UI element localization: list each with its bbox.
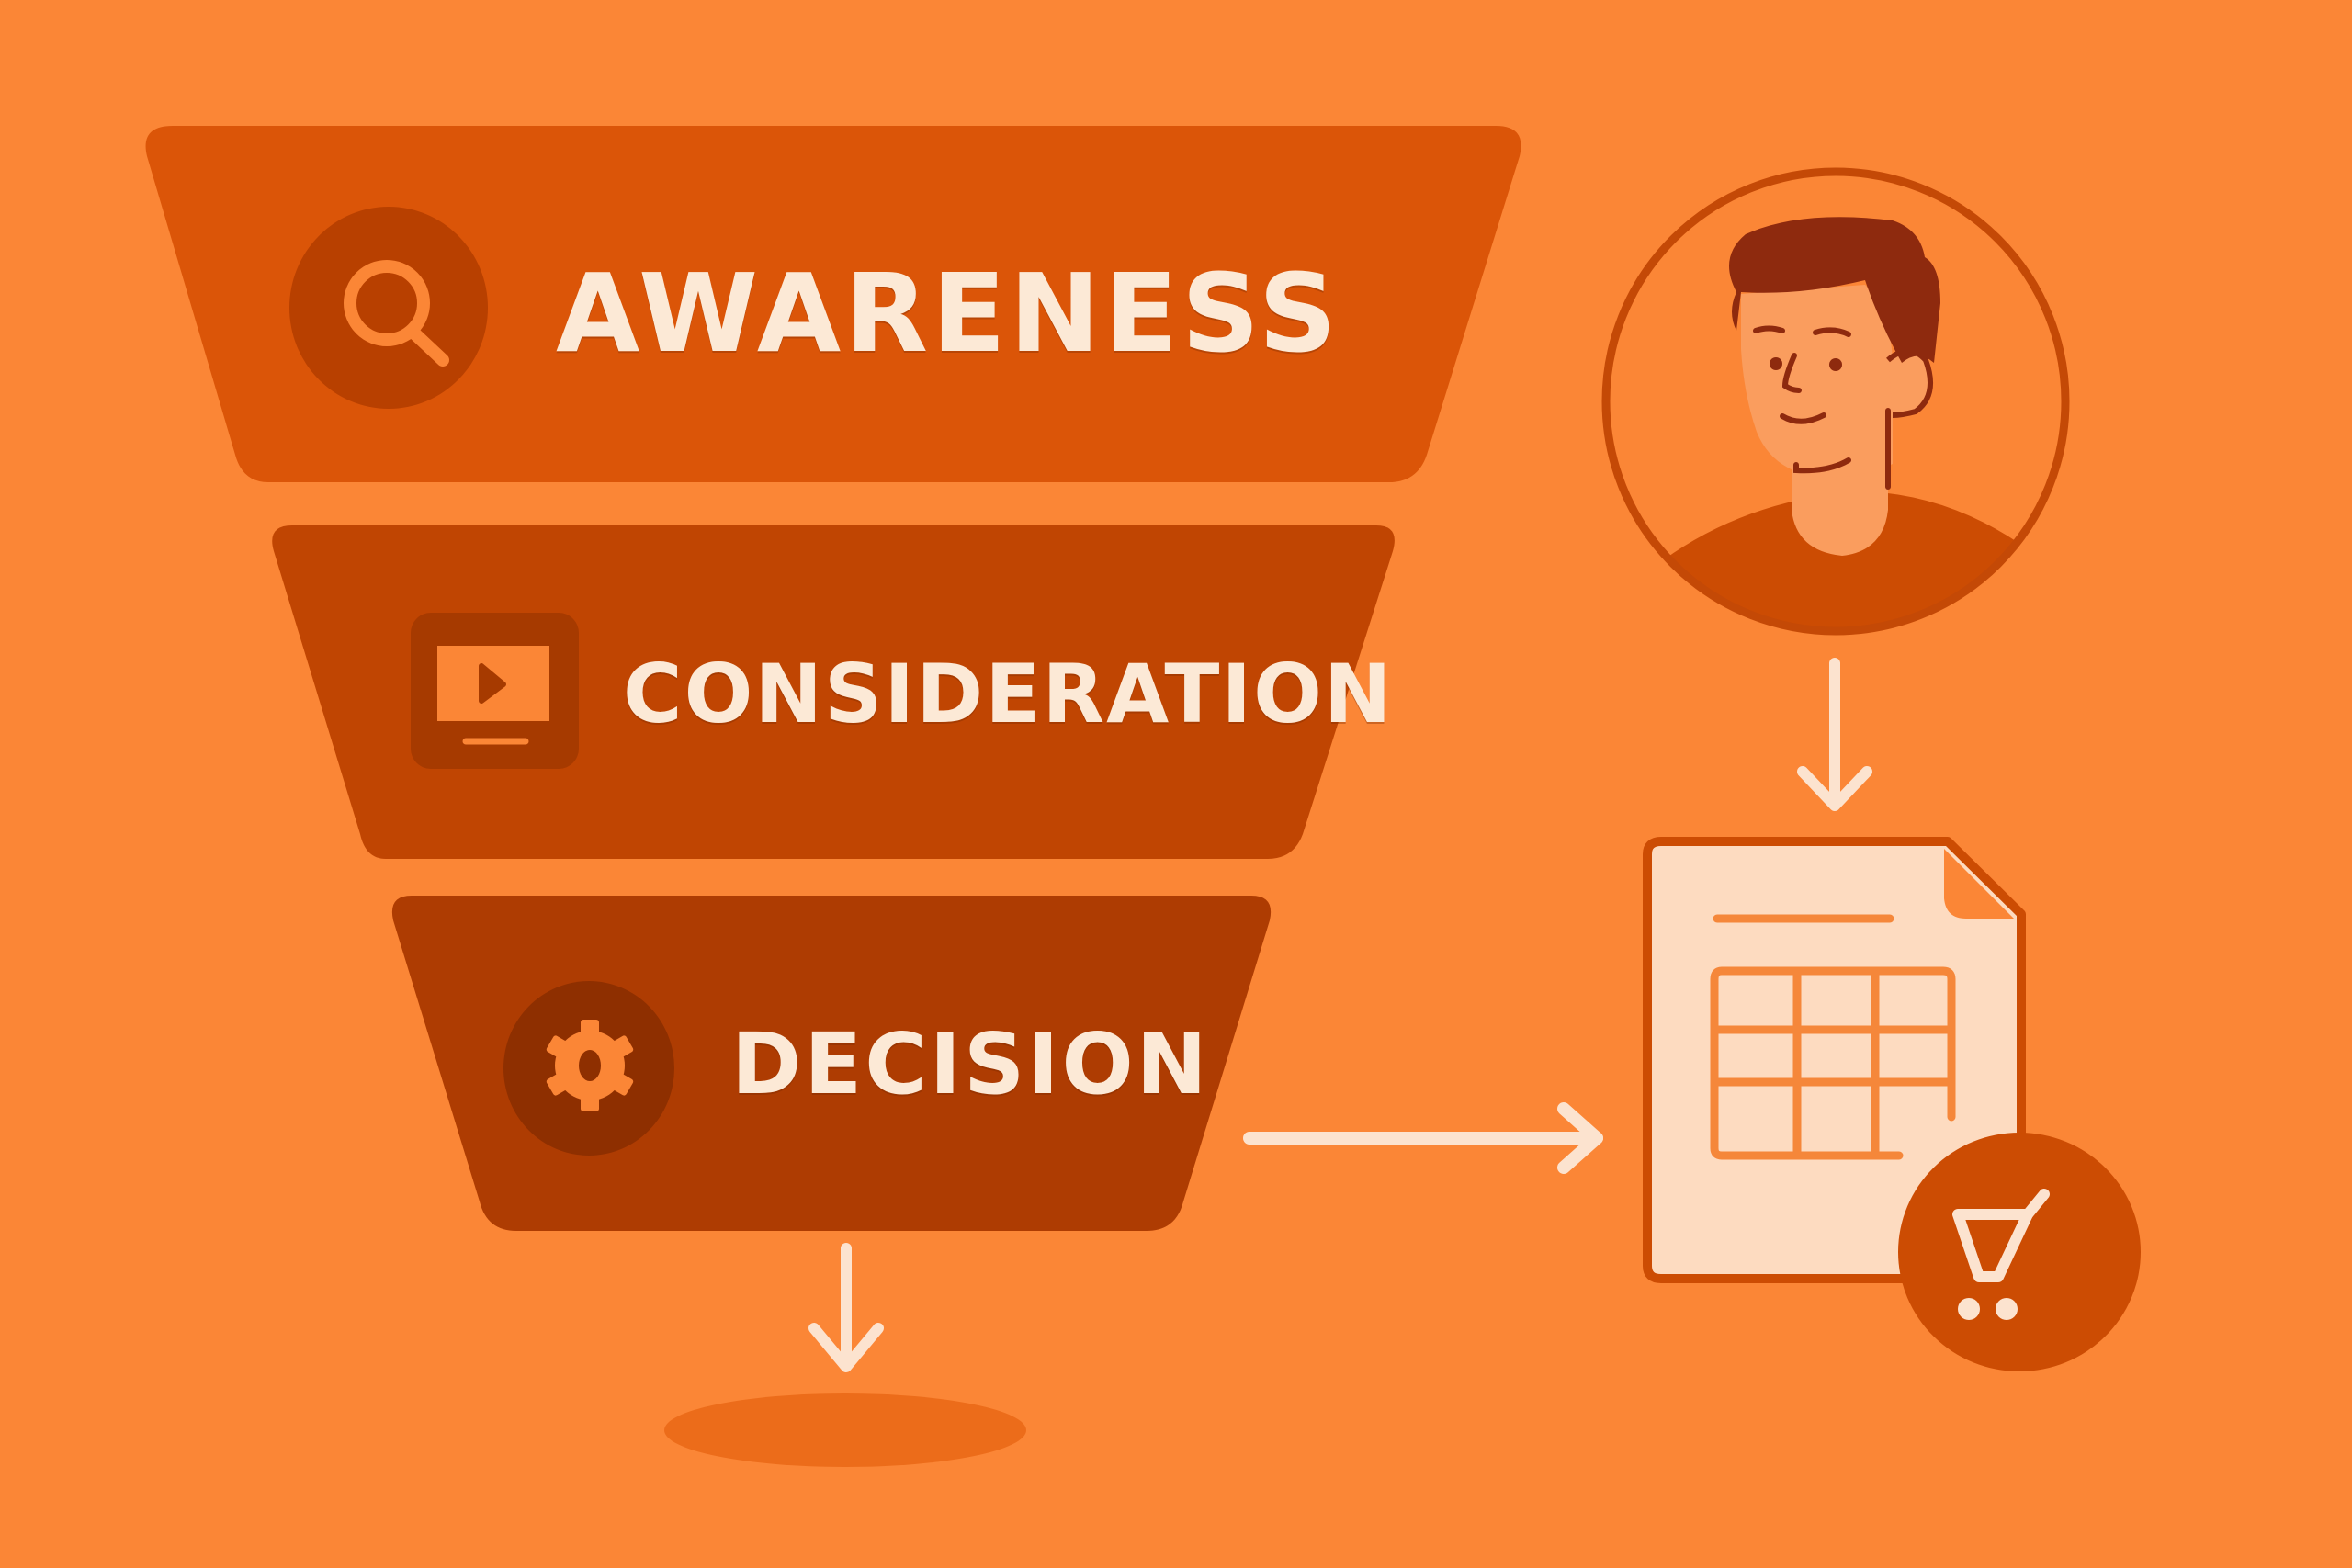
customer-avatar: [1601, 167, 2070, 636]
funnel-outlet-shadow: [664, 1393, 1026, 1467]
funnel-down-arrow: [808, 1243, 884, 1372]
search-icon: [289, 207, 488, 409]
stage-label-consideration: CONSIDERATION: [623, 647, 1394, 741]
person-icon: [1617, 217, 2064, 629]
stage-label-awareness: AWARENESS: [556, 250, 1340, 377]
video-screen-icon: [411, 613, 579, 769]
gear-icon: [503, 981, 674, 1156]
spreadsheet-document-icon: [1710, 914, 1956, 1160]
funnel-stage-consideration: [272, 525, 1395, 859]
avatar-to-document-arrow: [1797, 658, 1872, 811]
decision-to-document-arrow: [1243, 1102, 1603, 1174]
shopping-cart-icon: [1952, 1189, 2050, 1320]
stage-label-decision: DECISION: [731, 1015, 1210, 1113]
purchase-badge: [1898, 1133, 2141, 1371]
funnel-stage-decision: [391, 896, 1272, 1231]
funnel-stage-awareness: [145, 126, 1521, 482]
